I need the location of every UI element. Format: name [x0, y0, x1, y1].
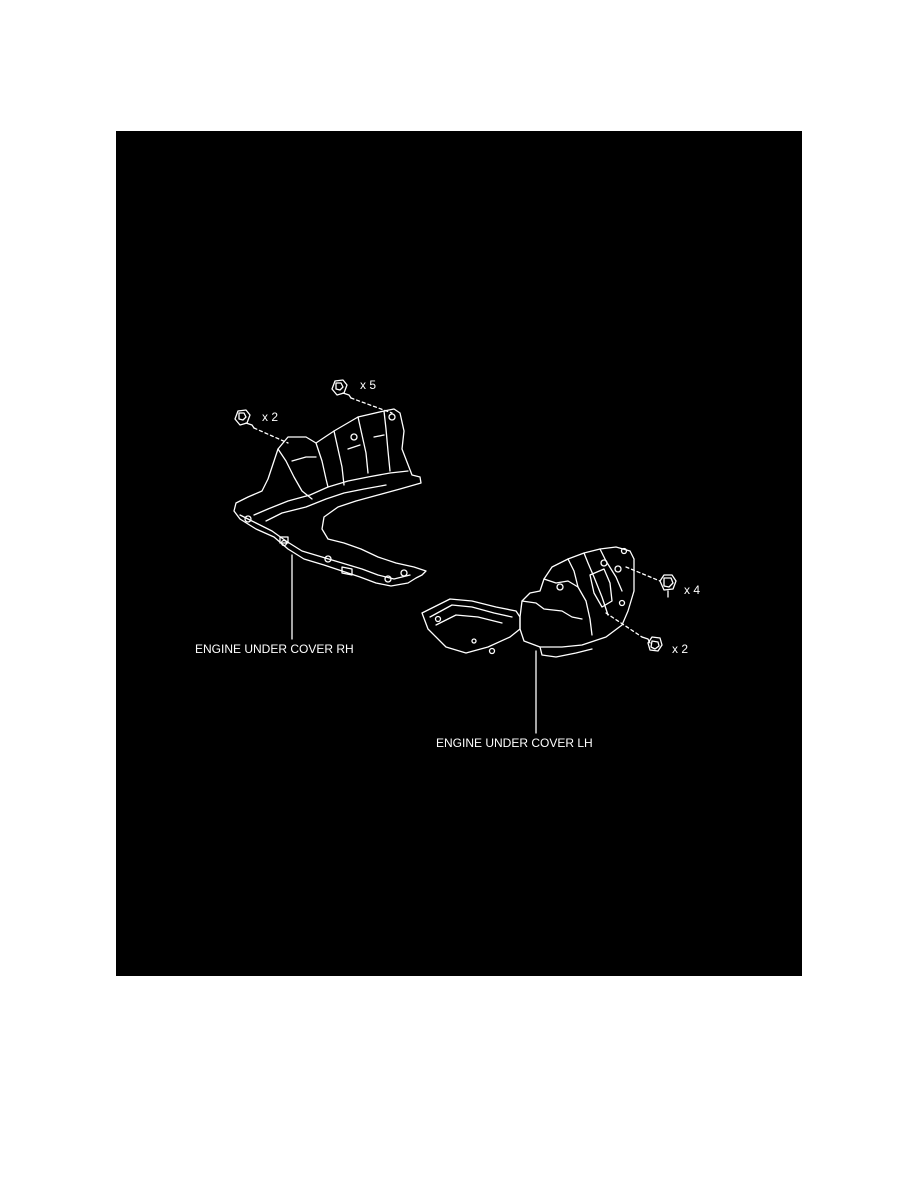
- lh-screw-qty: x 2: [672, 642, 689, 656]
- rh-bolt-a-qty: x 2: [262, 410, 279, 424]
- rh-bolt-b-icon: [331, 379, 393, 414]
- rh-bolt-b-qty: x 5: [360, 378, 377, 392]
- lh-clip-qty: x 4: [684, 583, 701, 597]
- engine-under-cover-rh-label: ENGINE UNDER COVER RH: [195, 642, 354, 656]
- engine-under-cover-rh: [233, 408, 427, 640]
- lh-clip-icon: [625, 566, 677, 598]
- rh-bolt-a-icon: [234, 409, 289, 444]
- exploded-view-diagram: x 2 x 5 x 4 x 2 ENGINE UNDER COVER RH EN…: [116, 131, 802, 976]
- engine-under-cover-lh-label: ENGINE UNDER COVER LH: [436, 736, 593, 750]
- engine-under-cover-lh: [421, 546, 635, 734]
- diagram-drawing: [233, 379, 677, 734]
- lh-screw-icon: [605, 612, 663, 652]
